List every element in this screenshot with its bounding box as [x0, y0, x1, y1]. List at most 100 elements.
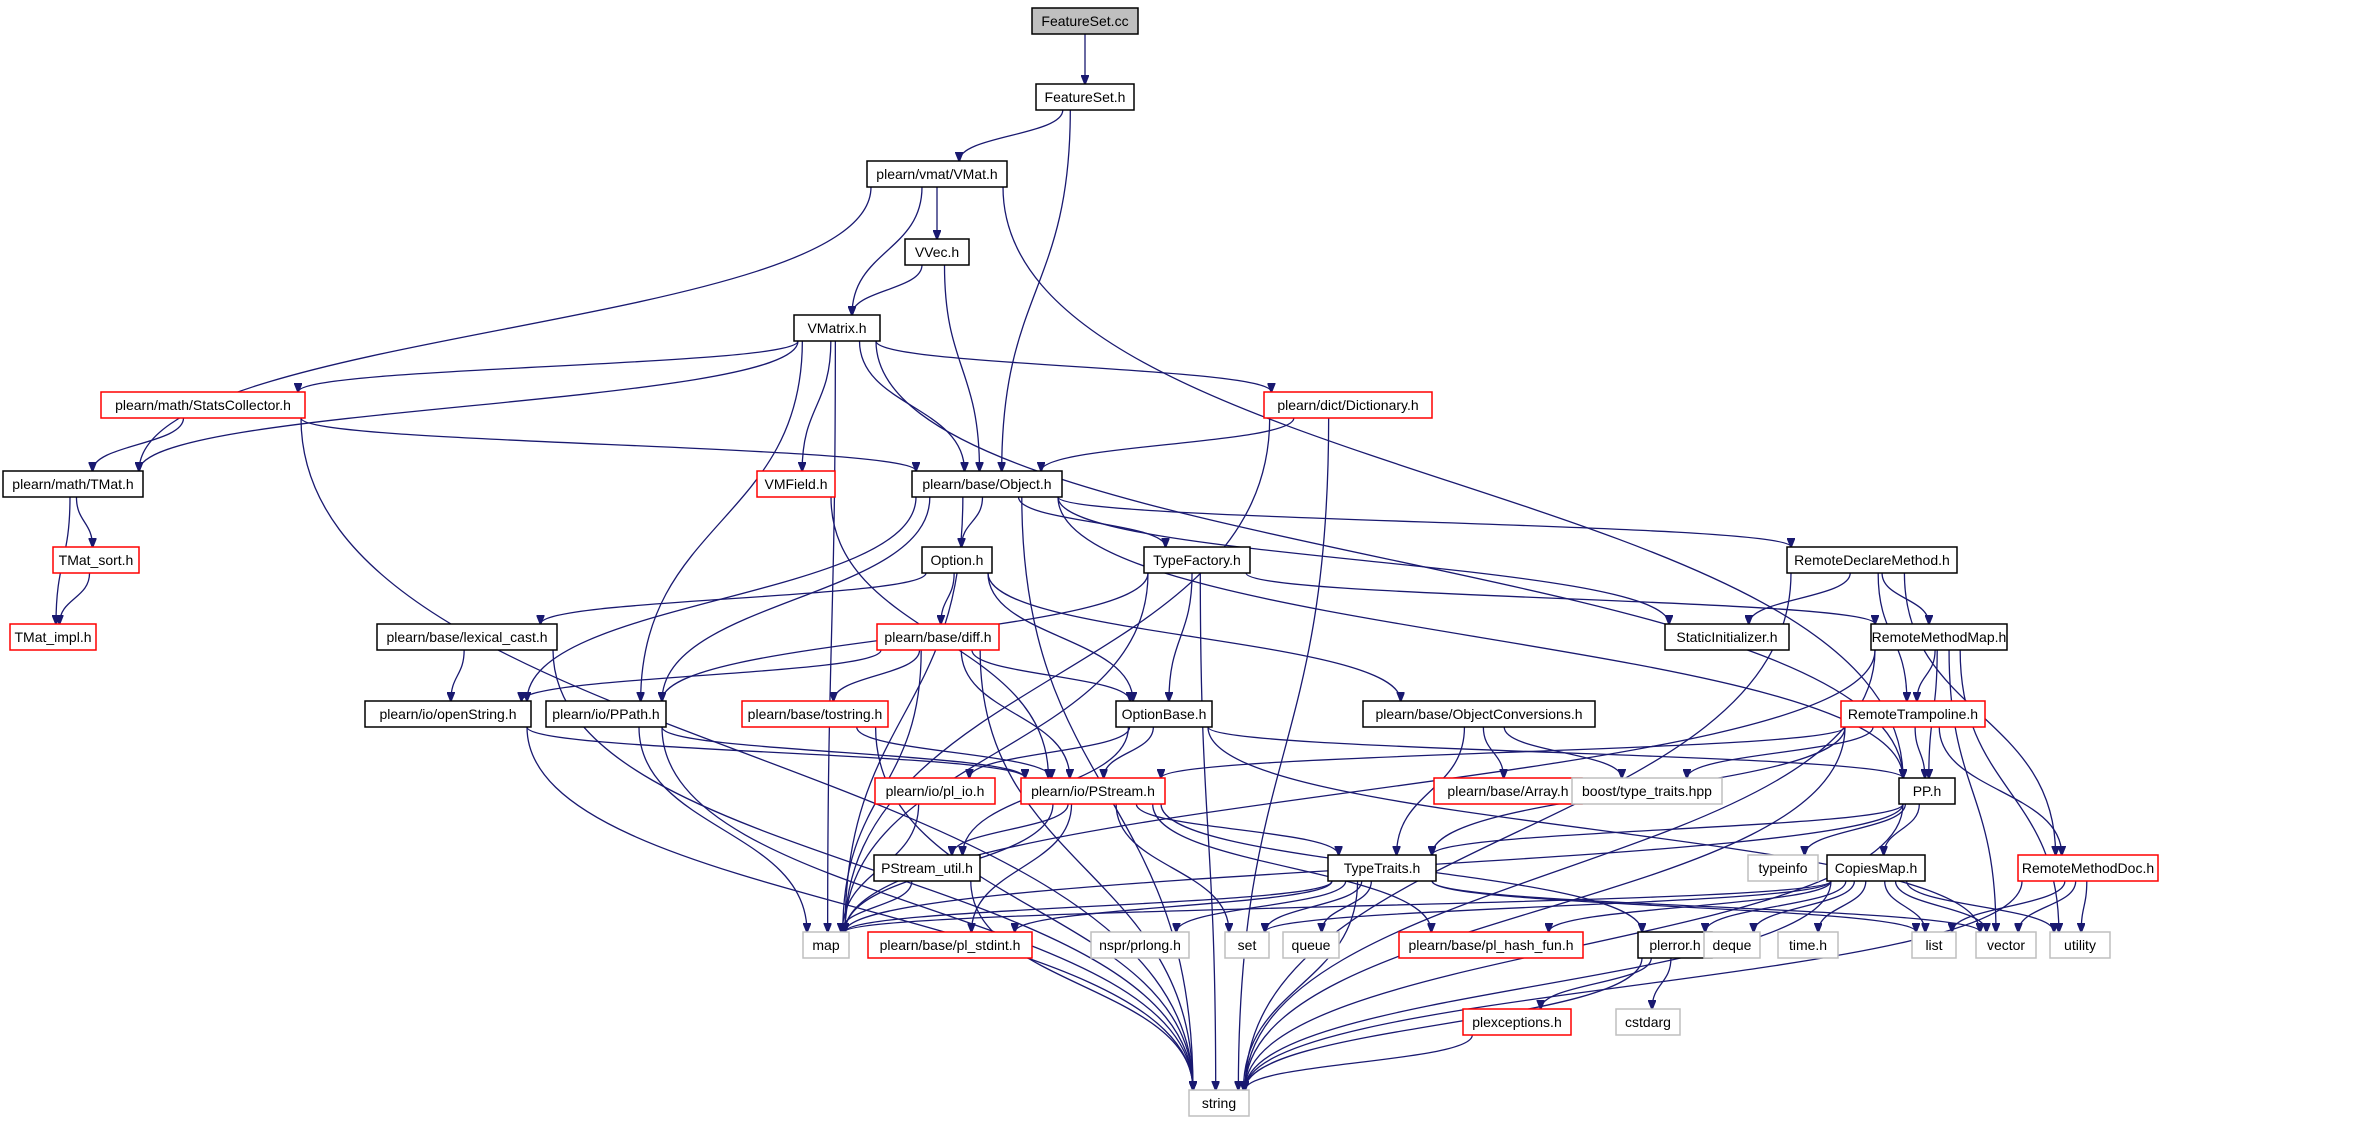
node-copiesmap-h[interactable]: CopiesMap.h [1826, 854, 1926, 882]
node-label: TMat_impl.h [14, 629, 91, 645]
edge-vmat_h-to-pp_h [1002, 186, 1903, 778]
node-tmat-impl-h[interactable]: TMat_impl.h [9, 623, 97, 651]
node-pl-stdint-h[interactable]: plearn/base/pl_stdint.h [867, 931, 1033, 959]
node-label: TypeTraits.h [1344, 860, 1421, 876]
node-label: RemoteMethodDoc.h [2022, 860, 2154, 876]
node-label: list [1925, 937, 1942, 953]
edge-tmat_sort_h-to-tmat_impl_h [59, 572, 91, 624]
edge-featureset_h-to-object_h [1002, 109, 1071, 471]
edge-plexceptions_h-to-string [1245, 1034, 1473, 1090]
node-typetraits-h[interactable]: TypeTraits.h [1327, 854, 1437, 882]
node-box [867, 931, 1033, 959]
node-vmat-h[interactable]: plearn/vmat/VMat.h [866, 160, 1008, 188]
node-pl-io-h[interactable]: plearn/io/pl_io.h [874, 777, 996, 805]
node-box [1777, 931, 1839, 959]
node-box [9, 623, 97, 651]
node-box [1898, 777, 1956, 805]
node-staticinitializer-h[interactable]: StaticInitializer.h [1664, 623, 1790, 651]
node-label: OptionBase.h [1122, 706, 1207, 722]
node-vmfield-h[interactable]: VMField.h [756, 470, 836, 498]
node-array-h[interactable]: plearn/base/Array.h [1433, 777, 1583, 805]
edge-remotetrampoline_h-to-pstream_h [1161, 726, 1846, 778]
node-objectconversions-h[interactable]: plearn/base/ObjectConversions.h [1362, 700, 1596, 728]
node-pp-h[interactable]: PP.h [1898, 777, 1956, 805]
node-box [1115, 700, 1213, 728]
node-prlong-h[interactable]: nspr/prlong.h [1090, 931, 1190, 959]
node-map[interactable]: map [802, 931, 850, 959]
edge-remotemethodmap_h-to-string [1245, 649, 1876, 1090]
edge-object_h-to-ppath_h [662, 496, 931, 701]
node-tostring-h[interactable]: plearn/base/tostring.h [741, 700, 889, 728]
edge-lexical_cast_h-to-openstring_h [451, 649, 465, 701]
node-option-h[interactable]: Option.h [921, 546, 993, 574]
node-featureset-h[interactable]: FeatureSet.h [1035, 83, 1135, 111]
node-list[interactable]: list [1911, 931, 1957, 959]
node-diff-h[interactable]: plearn/base/diff.h [876, 623, 1000, 651]
node-box [802, 931, 850, 959]
node-label: boost/type_traits.hpp [1582, 783, 1712, 799]
node-box [1031, 7, 1139, 35]
edge-remotemethodmap_h-to-utility [1959, 649, 2059, 932]
node-deque[interactable]: deque [1703, 931, 1761, 959]
node-typeinfo[interactable]: typeinfo [1747, 854, 1819, 882]
node-label: VVec.h [915, 244, 959, 260]
node-type-traits-hpp[interactable]: boost/type_traits.hpp [1571, 777, 1723, 805]
node-box [741, 700, 889, 728]
node-box [1263, 391, 1433, 419]
edge-vmat_h-to-vmatrix_h [852, 186, 923, 315]
node-remotetrampoline-h[interactable]: RemoteTrampoline.h [1840, 700, 1986, 728]
edge-typetraits_h-to-prlong_h [1176, 880, 1347, 932]
node-plexceptions-h[interactable]: plexceptions.h [1462, 1008, 1572, 1036]
node-box [545, 700, 667, 728]
node-openstring-h[interactable]: plearn/io/openString.h [364, 700, 532, 728]
node-object-h[interactable]: plearn/base/Object.h [911, 470, 1063, 498]
edge-tmat_h-to-tmat_sort_h [75, 496, 92, 547]
node-dictionary-h[interactable]: plearn/dict/Dictionary.h [1263, 391, 1433, 419]
node-label: plearn/dict/Dictionary.h [1277, 397, 1418, 413]
node-string[interactable]: string [1188, 1089, 1250, 1117]
node-lexical-cast-h[interactable]: plearn/base/lexical_cast.h [376, 623, 558, 651]
node-plerror-h[interactable]: plerror.h [1637, 931, 1713, 959]
node-statscollector-h[interactable]: plearn/math/StatsCollector.h [100, 391, 306, 419]
edge-statscollector_h-to-string [300, 417, 1193, 1090]
node-featureset-cc[interactable]: FeatureSet.cc [1031, 7, 1139, 35]
node-pstream-h[interactable]: plearn/io/PStream.h [1020, 777, 1166, 805]
node-vvec-h[interactable]: VVec.h [904, 238, 970, 266]
node-label: plearn/base/pl_hash_fun.h [1408, 937, 1573, 953]
node-tmat-h[interactable]: plearn/math/TMat.h [2, 470, 144, 498]
node-label: VMatrix.h [807, 320, 866, 336]
edge-remotetrampoline_h-to-type_traits_hpp [1687, 726, 1874, 778]
node-remotemethoddoc-h[interactable]: RemoteMethodDoc.h [2017, 854, 2159, 882]
node-pstream-util-h[interactable]: PStream_util.h [873, 854, 981, 882]
node-remotedeclaremethod-h[interactable]: RemoteDeclareMethod.h [1786, 546, 1958, 574]
node-queue[interactable]: queue [1282, 931, 1340, 959]
node-remotemethodmap-h[interactable]: RemoteMethodMap.h [1870, 623, 2008, 651]
node-label: utility [2064, 937, 2096, 953]
edge-diff_h-to-openstring_h [522, 649, 882, 701]
edge-typetraits_h-to-vector [1431, 880, 1980, 932]
edge-pstream_h-to-typetraits_h [1135, 803, 1338, 855]
edge-tostring_h-to-pstream_h [856, 726, 1052, 778]
edge-dictionary_h-to-object_h [1041, 417, 1295, 471]
edge-diff_h-to-tostring_h [833, 649, 921, 701]
node-ppath-h[interactable]: plearn/io/PPath.h [545, 700, 667, 728]
edge-featureset_h-to-vmat_h [959, 109, 1064, 161]
node-label: string [1202, 1095, 1236, 1111]
node-cstdarg[interactable]: cstdarg [1615, 1008, 1681, 1036]
node-vector[interactable]: vector [1975, 931, 2037, 959]
node-label: plearn/io/PStream.h [1031, 783, 1155, 799]
node-pl-hash-fun-h[interactable]: plearn/base/pl_hash_fun.h [1398, 931, 1584, 959]
node-optionbase-h[interactable]: OptionBase.h [1115, 700, 1213, 728]
node-tmat-sort-h[interactable]: TMat_sort.h [52, 546, 140, 574]
edge-pp_h-to-typetraits_h [1432, 803, 1904, 855]
node-set[interactable]: set [1224, 931, 1270, 959]
node-time-h[interactable]: time.h [1777, 931, 1839, 959]
node-vmatrix-h[interactable]: VMatrix.h [793, 314, 881, 342]
node-label: plearn/io/PPath.h [552, 706, 659, 722]
node-typefactory-h[interactable]: TypeFactory.h [1143, 546, 1251, 574]
edge-pstream_h-to-pstream_util_h [952, 803, 1069, 855]
edge-plerror_h-to-string [1245, 957, 1643, 1090]
edge-typefactory_h-to-string [1199, 572, 1215, 1090]
node-utility[interactable]: utility [2049, 931, 2111, 959]
